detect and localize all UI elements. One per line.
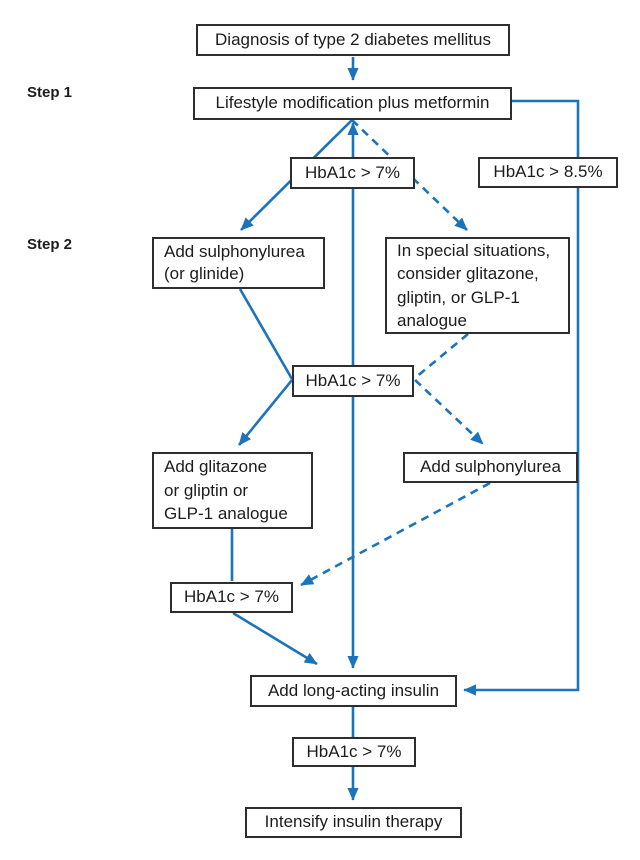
node-add-glitazone-gliptin-label: Add glitazone or gliptin or GLP-1 analog… [164, 456, 288, 524]
node-special-situations: In special situations, consider glitazon… [385, 237, 570, 334]
node-add-long-acting-insulin-label: Add long-acting insulin [267, 680, 440, 700]
condition-hba1c-7-top-label: HbA1c > 7% [305, 162, 400, 182]
step-1-label: Step 1 [27, 84, 73, 101]
edge-hba1c-low-to-insulin [232, 611, 318, 666]
node-intensify-insulin-therapy: Intensify insulin therapy [245, 807, 462, 838]
condition-hba1c-85: HbA1c > 8.5% [478, 157, 618, 188]
node-add-sulphonylurea-glinide: Add sulphonylurea (or glinide) [152, 237, 325, 289]
edge-sulphonylurea-to-hba1c-mid [238, 288, 294, 380]
node-add-sulphonylurea-glinide-label: Add sulphonylurea (or glinide) [164, 241, 305, 283]
node-special-situations-label: In special situations, consider glitazon… [397, 240, 551, 330]
edge-special-to-hba1c-mid [414, 332, 469, 380]
node-add-sulphonylurea-label: Add sulphonylurea [420, 457, 561, 477]
node-lifestyle-metformin-label: Lifestyle modification plus metformin [215, 93, 490, 113]
step-2-label: Step 2 [27, 236, 73, 253]
node-lifestyle-metformin: Lifestyle modification plus metformin [193, 87, 512, 120]
node-add-sulphonylurea: Add sulphonylurea [403, 452, 578, 483]
edge-sulphonylurea2-to-hba1c-low [300, 481, 491, 587]
condition-hba1c-85-label: HbA1c > 8.5% [493, 162, 603, 182]
node-diagnosis-label: Diagnosis of type 2 diabetes mellitus [215, 29, 491, 49]
node-add-glitazone-gliptin: Add glitazone or gliptin or GLP-1 analog… [152, 452, 313, 529]
condition-hba1c-7-bottom: HbA1c > 7% [292, 737, 416, 767]
edge-hba1c-mid-to-glitazone [237, 379, 294, 446]
condition-hba1c-7-top: HbA1c > 7% [290, 157, 415, 189]
condition-hba1c-7-bottom-label: HbA1c > 7% [306, 741, 402, 761]
edge-hba1c-mid-to-sulphonylurea2 [414, 379, 484, 445]
edge-lifestyle-to-special [351, 119, 468, 231]
node-intensify-insulin-therapy-label: Intensify insulin therapy [264, 812, 443, 832]
condition-hba1c-7-low: HbA1c > 7% [170, 582, 293, 613]
condition-hba1c-7-low-label: HbA1c > 7% [184, 587, 279, 607]
node-add-long-acting-insulin: Add long-acting insulin [250, 675, 457, 707]
edge-hba1c85-to-insulin [463, 99, 580, 696]
node-diagnosis: Diagnosis of type 2 diabetes mellitus [196, 24, 510, 56]
condition-hba1c-7-mid: HbA1c > 7% [292, 365, 414, 397]
condition-hba1c-7-mid-label: HbA1c > 7% [305, 370, 401, 390]
